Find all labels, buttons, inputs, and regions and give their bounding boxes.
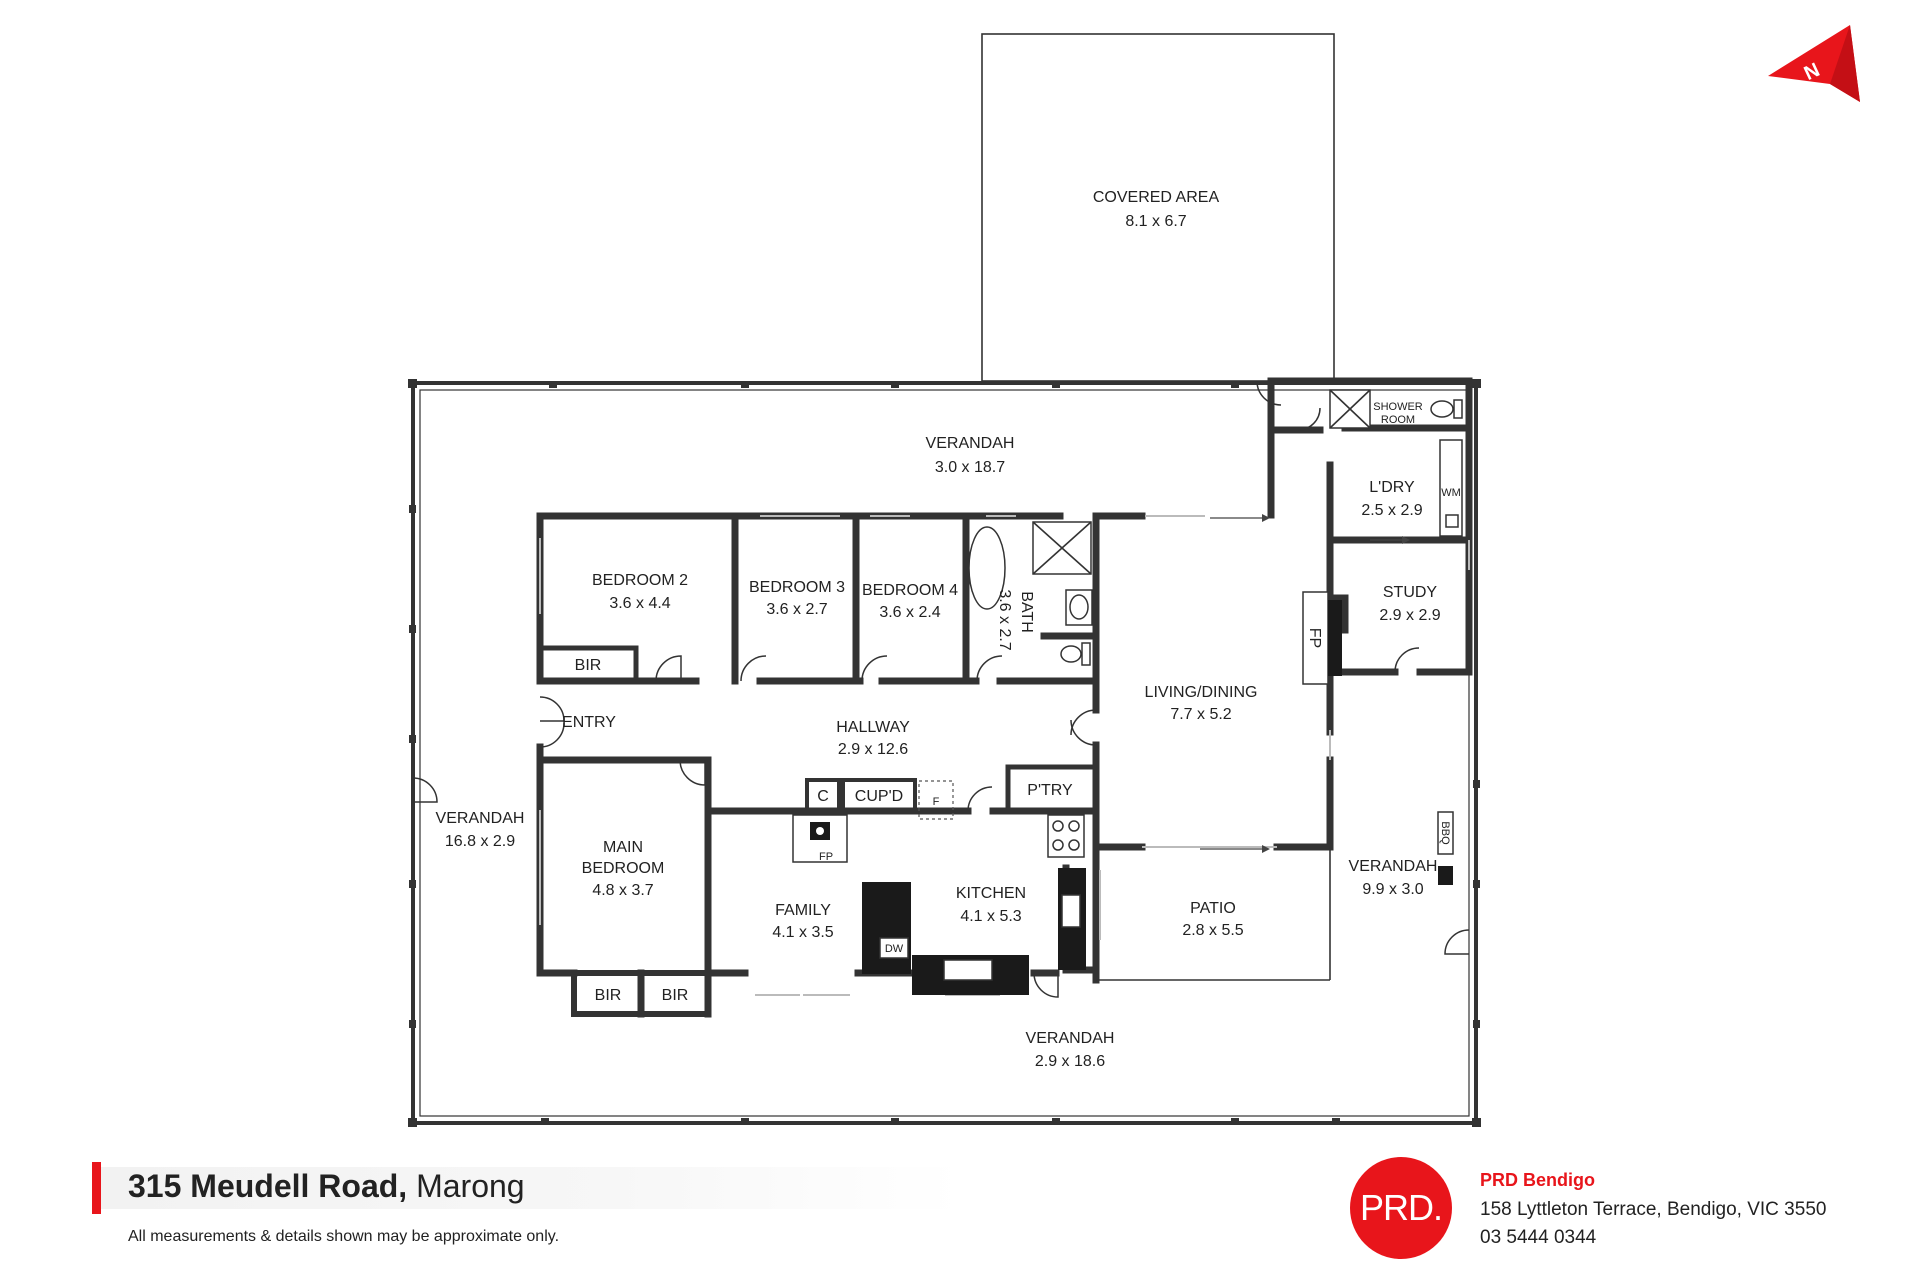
sink [943,959,993,981]
verandah-top-dims: 3.0 x 18.7 [935,459,1005,476]
main-bedroom-label-1: MAIN [603,839,643,856]
shower-room-label-2: ROOM [1381,414,1415,426]
toilet-shower-room [1430,400,1454,418]
toilet-bath [1081,642,1091,666]
study-label: STUDY [1383,584,1438,601]
agency-phone: 03 5444 0344 [1480,1227,1597,1248]
agency-info: PRD Bendigo 158 Lyttleton Terrace, Bendi… [1480,1170,1826,1255]
bath-tub [968,526,1006,610]
agency-name: PRD Bendigo [1480,1170,1595,1190]
family-dims: 4.1 x 3.5 [772,924,833,941]
bedroom4-dims: 3.6 x 2.4 [879,604,940,621]
bedroom2-label: BEDROOM 2 [592,572,688,589]
fp-living-label: FP [1306,628,1323,648]
bedroom2-dims: 3.6 x 4.4 [609,595,670,612]
verandah-outline [411,381,1478,1125]
oven [1061,894,1081,928]
fridge-label: F [933,796,940,808]
patio-label: PATIO [1190,900,1236,917]
wm-label: WM [1441,487,1461,499]
laundry-label: L'DRY [1369,479,1415,496]
bedroom3-dims: 3.6 x 2.7 [766,601,827,618]
living-dining-label: LIVING/DINING [1145,684,1258,701]
bath-dims: 3.6 x 2.7 [996,589,1013,650]
disclaimer: All measurements & details shown may be … [128,1228,560,1245]
kitchen-island [862,882,911,974]
covered-area-label: COVERED AREA [1093,189,1220,206]
covered-area-outline [981,33,1335,382]
study-dims: 2.9 x 2.9 [1379,607,1440,624]
verandah-left-label: VERANDAH [436,810,525,827]
verandah-bottom-label: VERANDAH [1026,1030,1115,1047]
address-street: 315 Meudell Road, [128,1168,408,1204]
shower-room-label-1: SHOWER [1373,401,1423,413]
prd-logo: PRD. [1350,1157,1452,1259]
patio-dims: 2.8 x 5.5 [1182,922,1243,939]
covered-area-dims: 8.1 x 6.7 [1125,213,1186,230]
verandah-left-dims: 16.8 x 2.9 [445,833,515,850]
hallway-label: HALLWAY [836,719,910,736]
doors [412,380,1470,998]
laundry-dims: 2.5 x 2.9 [1361,502,1422,519]
kitchen-dims: 4.1 x 5.3 [960,908,1021,925]
dishwasher [879,937,909,959]
family-label: FAMILY [775,902,831,919]
laundry-bench [1439,439,1463,537]
verandah-right-dims: 9.9 x 3.0 [1362,881,1423,898]
bedroom4-label: BEDROOM 4 [862,582,958,599]
agency-address: 158 Lyttleton Terrace, Bendigo, VIC 3550 [1480,1199,1827,1220]
pantry-label: P'TRY [1027,782,1073,799]
fp-family-label: FP [819,851,833,863]
prd-logo-text: PRD. [1359,1187,1443,1228]
cupd-box [841,778,917,813]
main-bedroom-label-2: BEDROOM [582,860,665,877]
bbq-label: BBQ [1439,821,1451,845]
bbq [1437,811,1454,855]
property-address: 315 Meudell Road, Marong [128,1168,525,1205]
bir-main-b-label: BIR [662,987,689,1004]
verandah-bottom-dims: 2.9 x 18.6 [1035,1053,1105,1070]
bath-label: BATH [1018,591,1035,632]
cupboard-c-label: C [817,788,829,805]
fireplace-family [792,814,848,863]
north-compass-icon: N [1768,25,1860,102]
verandah-right-label: VERANDAH [1349,858,1438,875]
bir-bed2-label: BIR [575,657,602,674]
dw-label: DW [885,943,904,955]
sliding-door-arrows [1200,514,1410,853]
house-walls [536,377,1473,1018]
address-band [101,1167,961,1209]
cupboard-c-box [805,778,841,813]
verandah-posts [408,379,1481,1127]
room-labels: COVERED AREA 8.1 x 6.7 VERANDAH 3.0 x 18… [436,189,1461,1070]
kitchen-label: KITCHEN [956,885,1026,902]
address-suburb: Marong [416,1168,525,1204]
bedroom3-label: BEDROOM 3 [749,579,845,596]
verandah-top-label: VERANDAH [926,435,1015,452]
living-dining-dims: 7.7 x 5.2 [1170,706,1231,723]
cupd-label: CUP'D [855,788,903,805]
entry-label: ENTRY [562,714,616,731]
fixtures [792,389,1463,995]
bir-main-a-label: BIR [595,987,622,1004]
verandah-inner-line [419,389,1470,1117]
bir-bed2-box [537,645,639,684]
address-accent-bar [92,1162,101,1214]
cooktop [1047,814,1085,858]
hallway-dims: 2.9 x 12.6 [838,741,908,758]
main-bedroom-dims: 4.8 x 3.7 [592,882,653,899]
pantry-box [1005,764,1099,814]
